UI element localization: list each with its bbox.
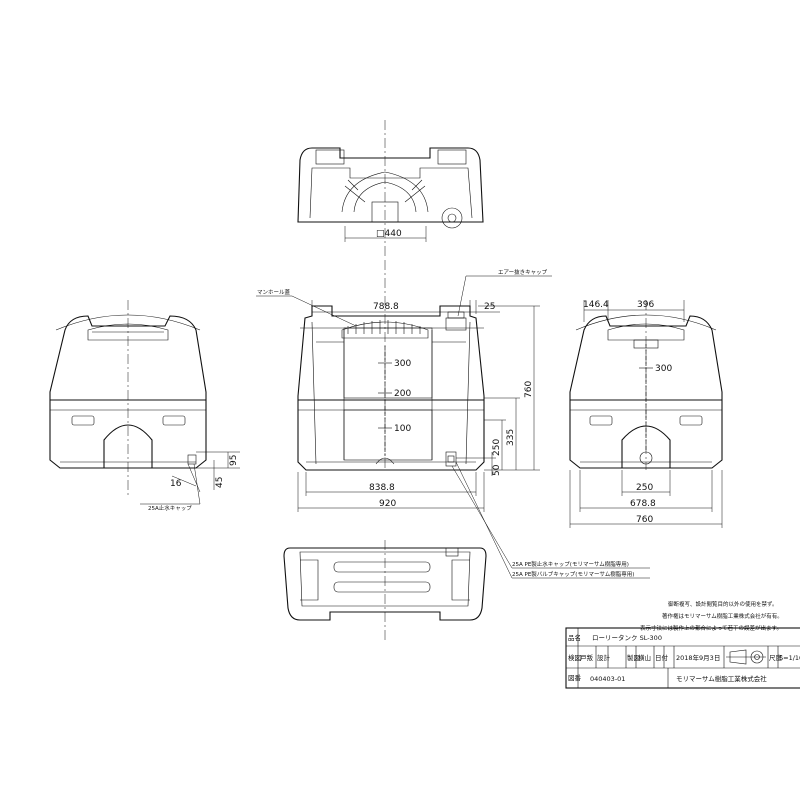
tb-number-label: 図番 [568, 674, 582, 682]
dim-right-146: 146.4 [583, 300, 609, 310]
notes: 御断複写、設計閲覧目的以外の使用を禁ず。 著作権はモリマーサム樹脂工業株式会社が… [640, 600, 783, 632]
top-view: □440 [297, 120, 484, 258]
left-side-view: 95 45 16 25A止水キャップ [49, 300, 240, 512]
label-drain-cap-left: 25A止水キャップ [148, 504, 192, 512]
dim-right-250: 250 [636, 483, 653, 493]
dim-left-16: 16 [170, 479, 182, 489]
dim-front-gap: 25 [484, 302, 495, 312]
dim-h-335: 335 [506, 429, 516, 446]
scale-300: 300 [394, 359, 411, 369]
tb-date-label: 日付 [655, 653, 669, 662]
right-side-view: 300 146.4 396 250 678.8 760 [569, 300, 723, 528]
title-block: 品名 ローリータンク SL-300 検図 戸叛 設計 製図 横山 日付 2018… [565, 627, 800, 689]
note-2: 著作権はモリマーサム樹脂工業株式会社が有有。 [662, 612, 783, 620]
tb-drafter-value: 横山 [638, 653, 651, 662]
tb-scale-label: 尺度 [769, 653, 783, 662]
label-air-vent: エアー抜きキャップ [498, 268, 548, 276]
tb-scale-value: S=1/10 [779, 654, 800, 662]
dim-front-top: 788.8 [373, 302, 399, 312]
scale-200: 200 [394, 389, 411, 399]
tb-name-label: 品名 [568, 633, 581, 642]
label-pe-drain-cap: 25A PE製止水キャップ(モリマーサム樹脂専用) [512, 560, 629, 568]
dim-h-50: 50 [492, 464, 502, 476]
tb-check-label: 検図 [568, 653, 581, 662]
tb-name-value: ローリータンク SL-300 [592, 633, 662, 642]
dim-front-total: 920 [379, 499, 396, 509]
tb-designer-label: 設計 [597, 653, 611, 662]
dim-right-760: 760 [636, 515, 653, 525]
label-pe-valve-cap: 25A PE製バルブキャップ(モリマーサム樹脂専用) [512, 570, 634, 578]
dim-left-95: 95 [229, 455, 239, 466]
tb-designer-value: 戸叛 [580, 653, 594, 662]
scale-100: 100 [394, 424, 411, 434]
bottom-view [283, 540, 487, 640]
dim-front-height: 760 [524, 381, 534, 398]
dim-h-250: 250 [492, 439, 502, 456]
dim-left-45: 45 [215, 477, 225, 488]
dim-right-396: 396 [637, 300, 654, 310]
tb-company: モリマーサム樹脂工業株式会社 [676, 674, 767, 683]
dim-top-width: □440 [376, 229, 402, 239]
tb-date-value: 2018年9月3日 [676, 653, 720, 662]
dim-right-678: 678.8 [630, 499, 656, 509]
right-scale-300: 300 [655, 364, 672, 374]
dim-front-base: 838.8 [369, 483, 395, 493]
front-view: 300 200 100 788.8 25 マンホール蓋 エアー抜きキャップ 76… [256, 260, 650, 579]
tb-number-value: 040403-01 [590, 675, 625, 683]
note-1: 御断複写、設計閲覧目的以外の使用を禁ず。 [668, 600, 777, 608]
projection-symbol-icon [726, 649, 766, 665]
tb-drafter-label: 製図 [627, 653, 640, 662]
label-manhole: マンホール蓋 [257, 288, 291, 296]
